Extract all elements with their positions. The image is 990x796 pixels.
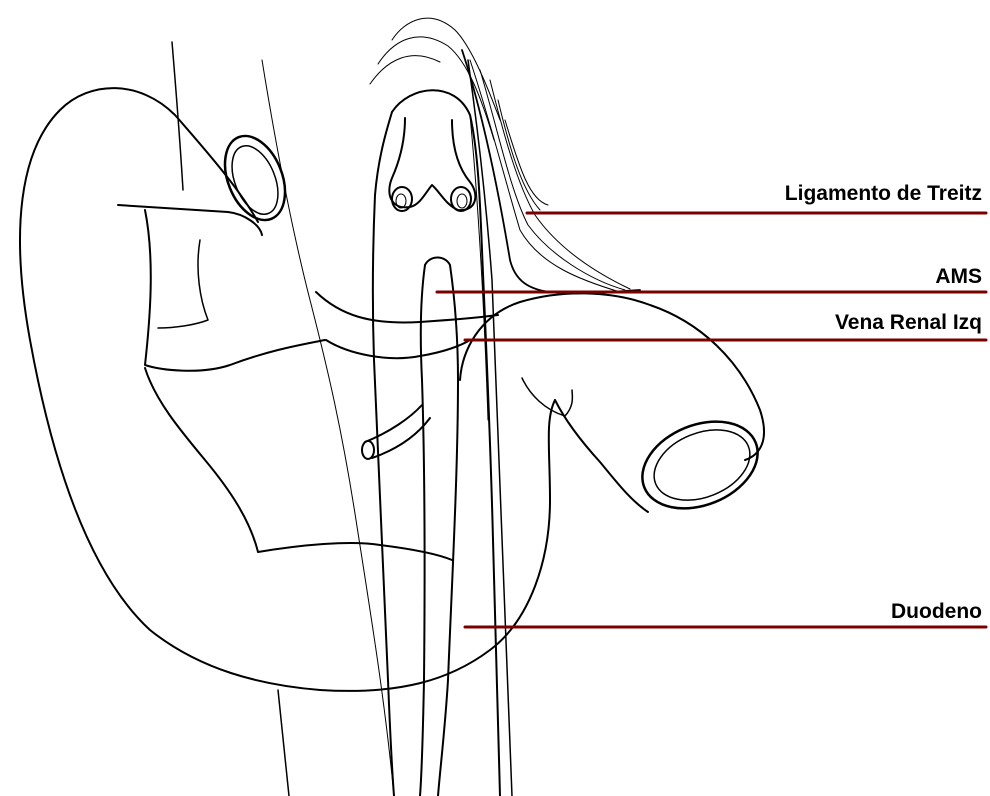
sma-outline [425, 258, 458, 796]
celiac-branch [389, 118, 475, 210]
celiac-ostium-left-inner [396, 194, 406, 208]
label-ams: AMS [935, 266, 982, 287]
celiac-ostium-right-inner [457, 194, 467, 208]
lower-left-body-line [278, 690, 289, 796]
jejunum-fold [522, 378, 572, 416]
branch-vessel-ostium [362, 441, 374, 459]
jejunum-outline [555, 400, 648, 512]
sma-outline [420, 265, 425, 796]
treitz-ligament-fiber [462, 50, 640, 293]
treitz-ligament-fiber [490, 80, 630, 289]
treitz-ligament-fiber [470, 60, 620, 292]
duodenum-fold [158, 240, 208, 328]
label-duodeno: Duodeno [891, 601, 982, 622]
duodenum-outline [118, 205, 262, 235]
jejunum-distal-lumen-inner [644, 417, 761, 514]
aorta-inner-line [470, 115, 488, 420]
left-body-wall-line [172, 42, 183, 190]
duodenum-inner-curve [145, 210, 325, 371]
duodenum-proximal-lumen [213, 127, 296, 229]
duodenum-inner-curve [145, 368, 452, 560]
duodenum-outline [20, 88, 555, 691]
treitz-ligament-fiber [505, 120, 548, 205]
aorta-outline [392, 90, 500, 796]
label-ligamento-treitz: Ligamento de Treitz [785, 183, 982, 204]
renal-vein [316, 292, 498, 323]
renal-vein [326, 340, 470, 358]
jejunum-outline [460, 293, 764, 460]
jejunum-distal-lumen [629, 405, 770, 524]
label-vena-renal: Vena Renal Izq [835, 312, 982, 333]
treitz-ligament-fiber [480, 70, 625, 290]
